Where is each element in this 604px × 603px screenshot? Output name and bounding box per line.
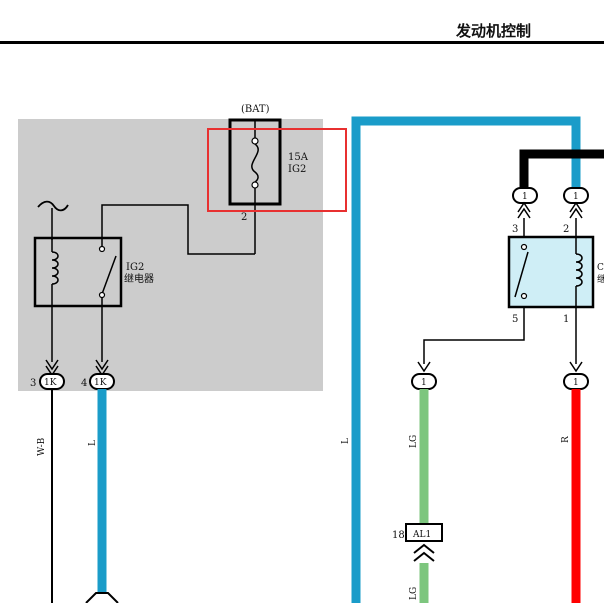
relay-box-area [18, 119, 323, 391]
wire-r-label: R [561, 436, 571, 443]
relay-to-lg-wire [423, 307, 525, 364]
fuse-pin: 2 [241, 212, 247, 223]
right-relay-label-partial2: 继 [597, 273, 604, 285]
connector-left-b-pin: 4 [81, 378, 87, 389]
right-relay-coil-icon [575, 253, 583, 287]
right-relay-switch-blade [514, 251, 529, 298]
right-relay-pin-1: 1 [563, 314, 569, 325]
connector-al1 [405, 523, 443, 542]
connector-right-top-a-label: 1 [522, 192, 528, 202]
connector-right-top-a [512, 187, 538, 204]
wire-l-mid-label: L [341, 438, 351, 444]
fuse-source-label: (BAT) [241, 104, 270, 115]
connector-right-bot-a-label: 1 [421, 378, 427, 388]
fuse-terminal-top [251, 137, 259, 145]
connector-al1-label: AL1 [412, 530, 431, 540]
header-rule [0, 41, 604, 44]
fuse-name: IG2 [288, 164, 306, 175]
wire-lg-lower-label: LG [409, 587, 419, 600]
right-relay-switch-bottom [520, 292, 528, 300]
wire-l-left-label: L [88, 440, 98, 446]
connector-al1-pin: 18 [392, 530, 405, 541]
arrow-icon-right-top-a [517, 201, 531, 219]
black-thick-wire [519, 149, 604, 192]
ig2-switch-terminal-top [98, 245, 106, 253]
wire-lg-upper-label: LG [409, 435, 419, 448]
ig2-relay-label: 继电器 [124, 272, 154, 285]
connector-left-b-label: 1K [94, 378, 107, 388]
ig2-relay-coil-icon [51, 251, 59, 285]
arrow-icon-right-top-b [569, 201, 583, 219]
fuse-rating: 15A [288, 152, 309, 163]
ground-terminal-shape [85, 592, 119, 603]
ig2-switch-terminal-bottom [98, 291, 106, 299]
highlight-box [207, 128, 347, 212]
right-relay-label-partial: C [597, 263, 604, 273]
fuse-to-relay-wire [101, 204, 255, 255]
connector-left-a-label: 1K [44, 378, 57, 388]
arrow-icon-right-bot-b [569, 361, 583, 373]
tilde-symbol [37, 200, 69, 212]
connector-left-a-pin: 3 [30, 378, 36, 389]
l-mid-wire [351, 116, 581, 603]
right-top-a-pin: 3 [512, 224, 518, 235]
connector-right-top-b-label: 1 [573, 192, 579, 202]
ig2-relay-box [33, 236, 123, 308]
ig2-relay-name: IG2 [126, 262, 144, 273]
ig2-switch-blade [101, 255, 117, 295]
arrow-icon-al1 [413, 543, 435, 562]
connector-right-bot-b-label: 1 [573, 378, 579, 388]
right-relay-switch-top [520, 243, 528, 251]
wire-w-b-label: W-B [37, 437, 47, 456]
right-top-b-pin: 2 [563, 224, 569, 235]
right-relay-pin-5: 5 [512, 314, 518, 325]
fuse-element [251, 143, 259, 183]
fuse-terminal-bottom [251, 181, 259, 189]
page-title: 发动机控制 [456, 22, 532, 40]
arrow-icon-right-bot-a [417, 361, 431, 373]
